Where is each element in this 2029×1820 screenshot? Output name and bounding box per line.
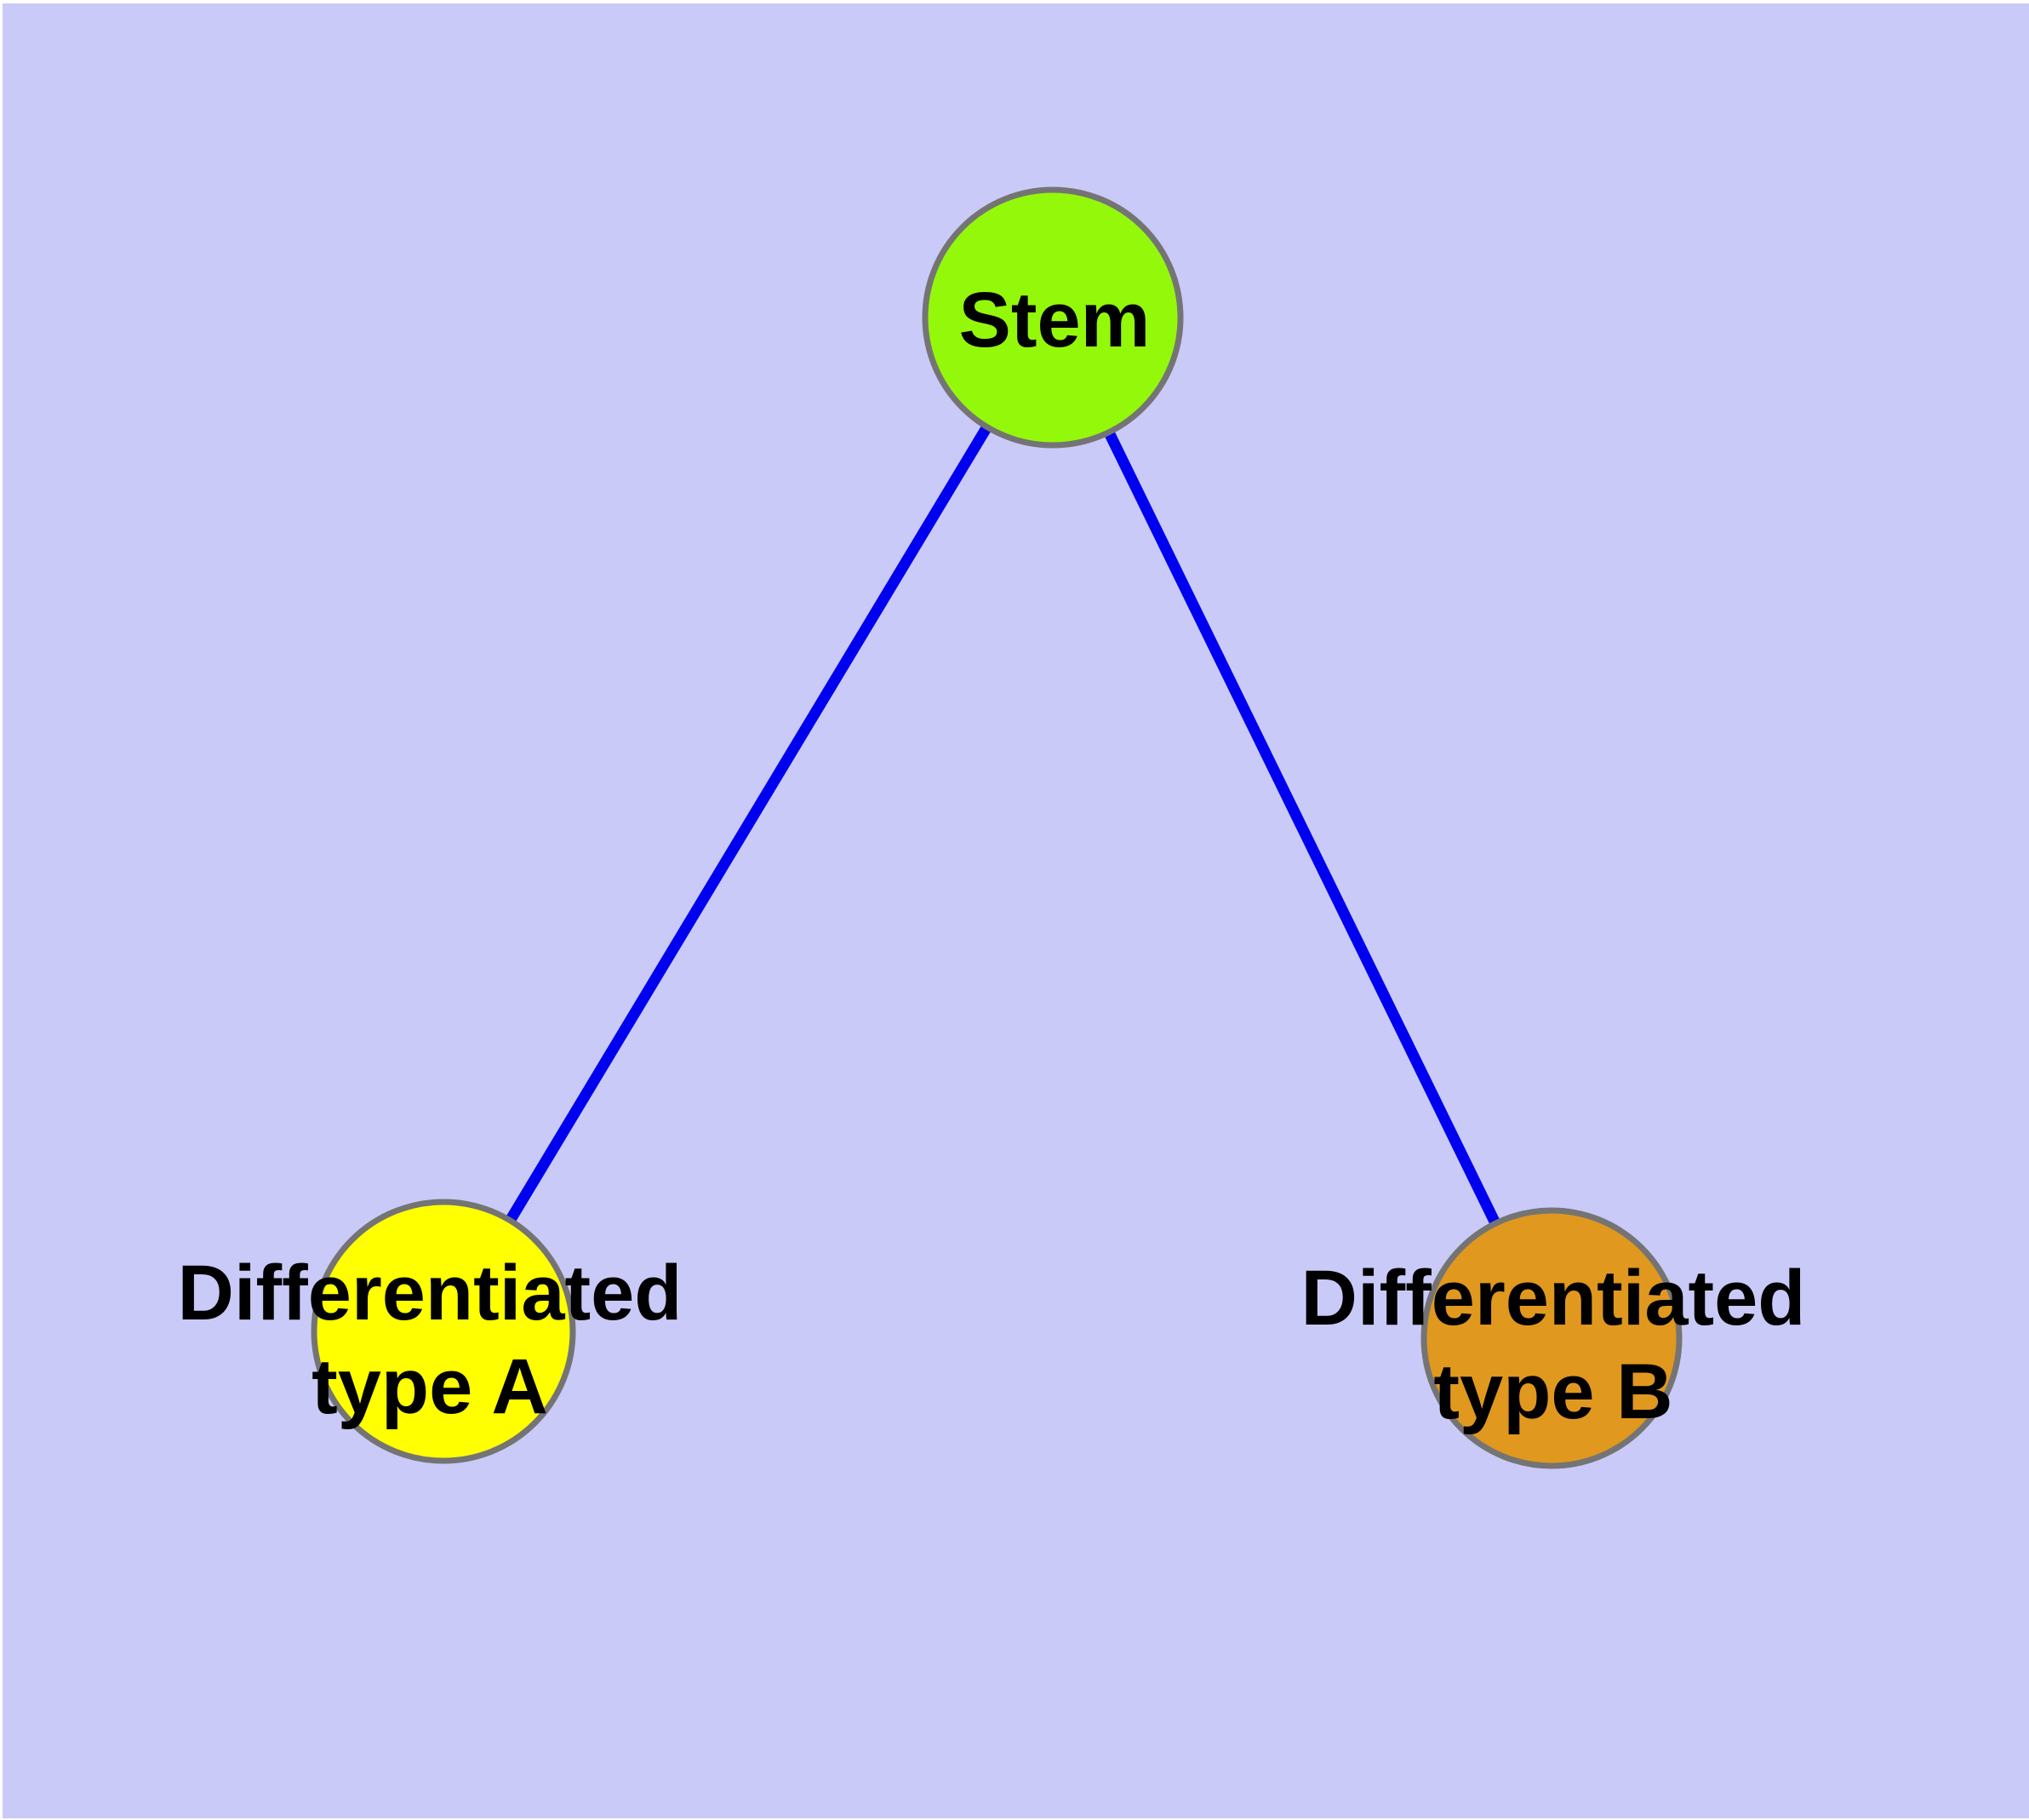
node-type-b xyxy=(1420,1207,1683,1469)
node-label-type-b-line1: Differentiated xyxy=(1301,1255,1806,1342)
edges xyxy=(438,314,1557,1341)
node-stem xyxy=(922,186,1184,449)
node-label-type-a-line2: type A xyxy=(311,1343,548,1430)
node-label-stem: Stem xyxy=(959,277,1151,363)
node-label-type-b-line2: type B xyxy=(1433,1348,1672,1435)
node-type-a xyxy=(311,1199,576,1464)
edge-stem-to-type-b xyxy=(1048,315,1557,1341)
node-label-type-a-line1: Differentiated xyxy=(178,1250,683,1336)
edge-stem-to-type-a xyxy=(438,314,1058,1335)
nodes xyxy=(311,186,1683,1469)
node-labels: Stem Differentiated type A Differentiate… xyxy=(178,277,1806,1435)
